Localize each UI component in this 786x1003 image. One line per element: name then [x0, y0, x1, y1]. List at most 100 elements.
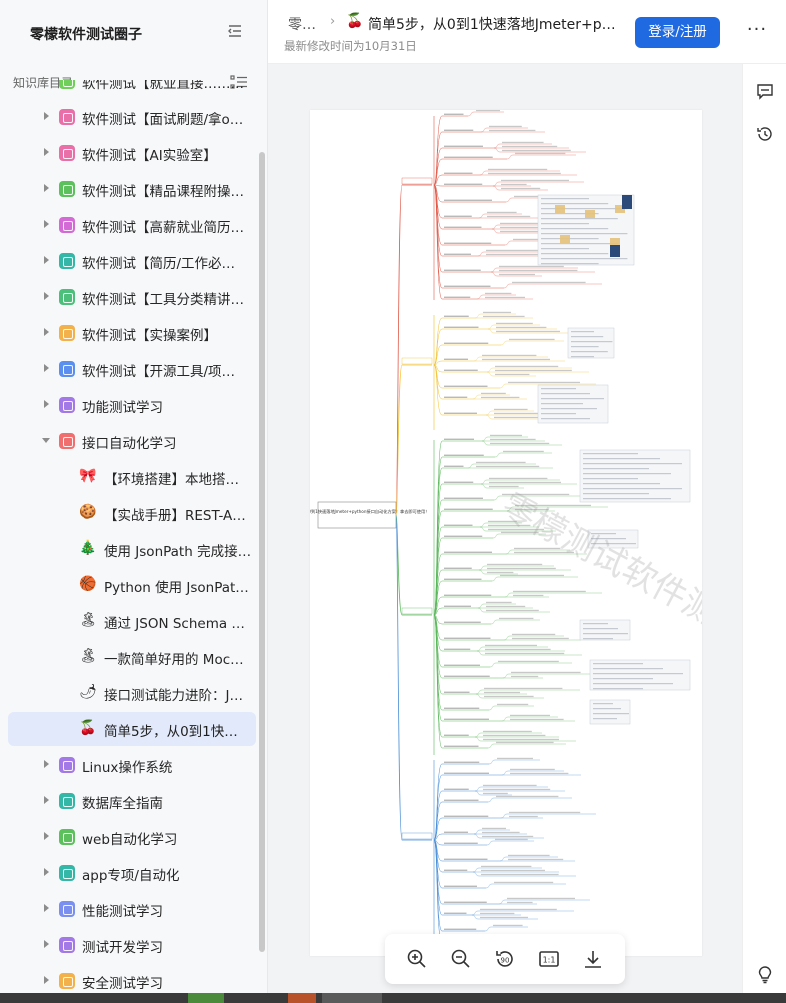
mindmap-sub-text [444, 842, 478, 844]
taskbar-app-3[interactable] [322, 993, 382, 1003]
sidebar-item[interactable]: web自动化学习 [8, 820, 256, 854]
category-icon [59, 937, 75, 953]
sidebar-item[interactable]: 软件测试【面试刷题/拿o… [8, 100, 256, 134]
sidebar-item[interactable]: 🏝一款简单好用的 Moc… [8, 640, 256, 674]
sidebar-item[interactable]: 🌶接口测试能力进阶：J… [8, 676, 256, 710]
sidebar-item[interactable]: 安全测试学习 [8, 964, 256, 998]
mindmap-image[interactable]: 简单5步，从0到1快速落地Jmeter+python接口自动化方案！拿去即可使用… [310, 110, 702, 956]
collapse-sidebar-icon[interactable] [226, 22, 244, 40]
actual-size-icon[interactable]: 1:1 [537, 947, 561, 971]
sidebar-item[interactable]: app专项/自动化 [8, 856, 256, 890]
sidebar-item[interactable]: 性能测试学习 [8, 892, 256, 926]
mindmap-sub-branch [433, 510, 507, 616]
sidebar-item[interactable]: 🏝通过 JSON Schema … [8, 604, 256, 638]
mindmap-leaf-text [485, 652, 565, 655]
lightbulb-icon[interactable] [756, 966, 774, 984]
mindmap-leaf-text [480, 916, 528, 919]
sidebar-scrollbar[interactable] [259, 152, 265, 952]
mindmap-thumbnail-line [541, 223, 589, 225]
category-icon [59, 109, 75, 125]
caret-right-icon[interactable] [44, 148, 49, 156]
comment-icon[interactable] [756, 82, 774, 100]
sidebar-item-label: 软件测试【AI实验室】 [82, 148, 217, 164]
sidebar-item[interactable]: 软件测试【开源工具/项… [8, 352, 256, 386]
document-emoji-icon: 🎀 [79, 468, 97, 484]
caret-right-icon[interactable] [44, 112, 49, 120]
sidebar-item[interactable]: 🏀Python 使用 JsonPat… [8, 568, 256, 602]
category-icon [59, 217, 75, 233]
sidebar-item[interactable]: 数据库全指南 [8, 784, 256, 818]
mindmap-leaf-text [502, 493, 570, 496]
download-icon[interactable] [581, 947, 605, 971]
mindmap-leaf-text [508, 381, 580, 384]
caret-right-icon[interactable] [44, 760, 49, 768]
mindmap-sub-branch [433, 839, 499, 905]
mindmap-sub-text [444, 145, 483, 147]
taskbar-app-2[interactable] [288, 993, 316, 1003]
zoom-in-icon[interactable] [405, 947, 429, 971]
sidebar-item[interactable]: 软件测试【工具分类精讲… [8, 280, 256, 314]
caret-right-icon[interactable] [44, 256, 49, 264]
sidebar-item[interactable]: 功能测试学习 [8, 388, 256, 422]
mindmap-sub-text [444, 497, 483, 499]
sidebar-item[interactable]: 接口自动化学习 [8, 424, 256, 458]
knowledge-base-title[interactable]: 零檬软件测试圈子 [30, 27, 142, 43]
taskbar-app-1[interactable] [188, 993, 224, 1003]
mindmap-sub-text [444, 454, 484, 456]
mindmap-leaf-text [488, 172, 561, 175]
sidebar-item[interactable]: 🎀【环境搭建】本地搭… [8, 460, 256, 494]
mindmap-sub-branch [433, 839, 473, 873]
mindmap-leaf-text [501, 183, 527, 186]
mindmap-leaf-text [502, 141, 544, 144]
mindmap-thumbnail-line [591, 533, 616, 535]
sidebar-item[interactable]: 🍪【实战手册】REST-A… [8, 496, 256, 530]
caret-down-icon[interactable] [42, 438, 50, 443]
sidebar-item[interactable]: 软件测试【精品课程附操… [8, 172, 256, 206]
mindmap-sub-text [444, 815, 489, 817]
caret-right-icon[interactable] [44, 184, 49, 192]
breadcrumb-root[interactable]: 零… [288, 17, 316, 33]
sidebar-item[interactable]: 测试开发学习 [8, 928, 256, 962]
login-register-button[interactable]: 登录/注册 [635, 17, 720, 48]
caret-right-icon[interactable] [44, 796, 49, 804]
caret-right-icon[interactable] [44, 832, 49, 840]
zoom-out-icon[interactable] [449, 947, 473, 971]
caret-right-icon[interactable] [44, 220, 49, 228]
mindmap-leaf-text [486, 609, 539, 612]
caret-right-icon[interactable] [44, 868, 49, 876]
caret-right-icon[interactable] [44, 328, 49, 336]
sidebar-item-label: 软件测试【精品课程附操… [82, 184, 244, 200]
caret-right-icon[interactable] [44, 364, 49, 372]
sidebar-item[interactable]: 软件测试【就业直接……（免费课… [8, 80, 256, 98]
list-view-icon[interactable] [230, 74, 248, 90]
caret-right-icon[interactable] [44, 292, 49, 300]
mindmap-leaf [478, 569, 518, 575]
more-options-icon[interactable]: ··· [746, 19, 768, 40]
sidebar-item[interactable]: 🍒简单5步，从0到1快… [8, 712, 256, 746]
caret-right-icon[interactable] [44, 976, 49, 984]
sidebar-item[interactable]: 软件测试【AI实验室】 [8, 136, 256, 170]
caret-right-icon[interactable] [44, 400, 49, 408]
mindmap-leaf [484, 926, 528, 932]
mindmap-sub-text [444, 315, 469, 317]
sidebar-item[interactable]: Linux操作系统 [8, 748, 256, 782]
last-modified-text: 最新修改时间为10月31日 [284, 39, 417, 53]
mindmap-leaf-text [499, 617, 534, 620]
mindmap-leaf-text [484, 687, 563, 690]
mindmap-leaf-text [497, 703, 529, 706]
catalog-label: 知识库目录 [13, 76, 74, 90]
sidebar-item[interactable]: 软件测试【简历/工作必… [8, 244, 256, 278]
mindmap-leaf-text [488, 528, 544, 531]
rotate-icon[interactable]: 90 [493, 947, 517, 971]
mindmap-leaf-text [482, 827, 506, 830]
caret-right-icon[interactable] [44, 80, 49, 84]
sidebar-item[interactable]: 🎄使用 JsonPath 完成接… [8, 532, 256, 566]
caret-right-icon[interactable] [44, 904, 49, 912]
mindmap-leaf-text [489, 477, 548, 480]
sidebar-item[interactable]: 软件测试【实操案例】 [8, 316, 256, 350]
mindmap-thumbnail-line [541, 243, 618, 245]
history-icon[interactable] [756, 125, 774, 143]
sidebar-item[interactable]: 软件测试【高薪就业简历… [8, 208, 256, 242]
mindmap-leaf [490, 619, 540, 625]
caret-right-icon[interactable] [44, 940, 49, 948]
